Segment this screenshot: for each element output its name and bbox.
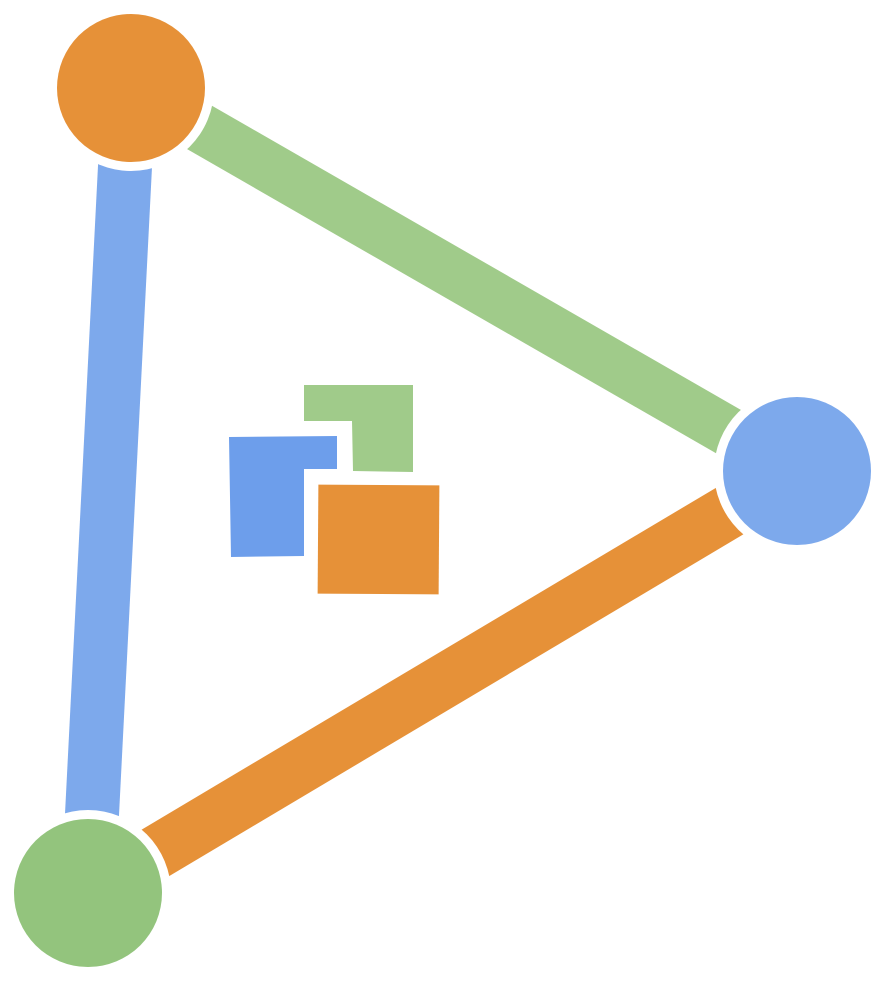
edge-bottom bbox=[74, 447, 811, 917]
node-top-left bbox=[48, 5, 214, 171]
green-square bbox=[304, 385, 413, 472]
node-bottom-left bbox=[5, 810, 171, 976]
edge-top bbox=[118, 66, 810, 493]
center-squares-icon bbox=[229, 385, 440, 595]
edge-left bbox=[61, 86, 156, 895]
blue-square bbox=[229, 436, 337, 557]
node-right bbox=[714, 388, 880, 554]
orange-square bbox=[317, 484, 440, 595]
